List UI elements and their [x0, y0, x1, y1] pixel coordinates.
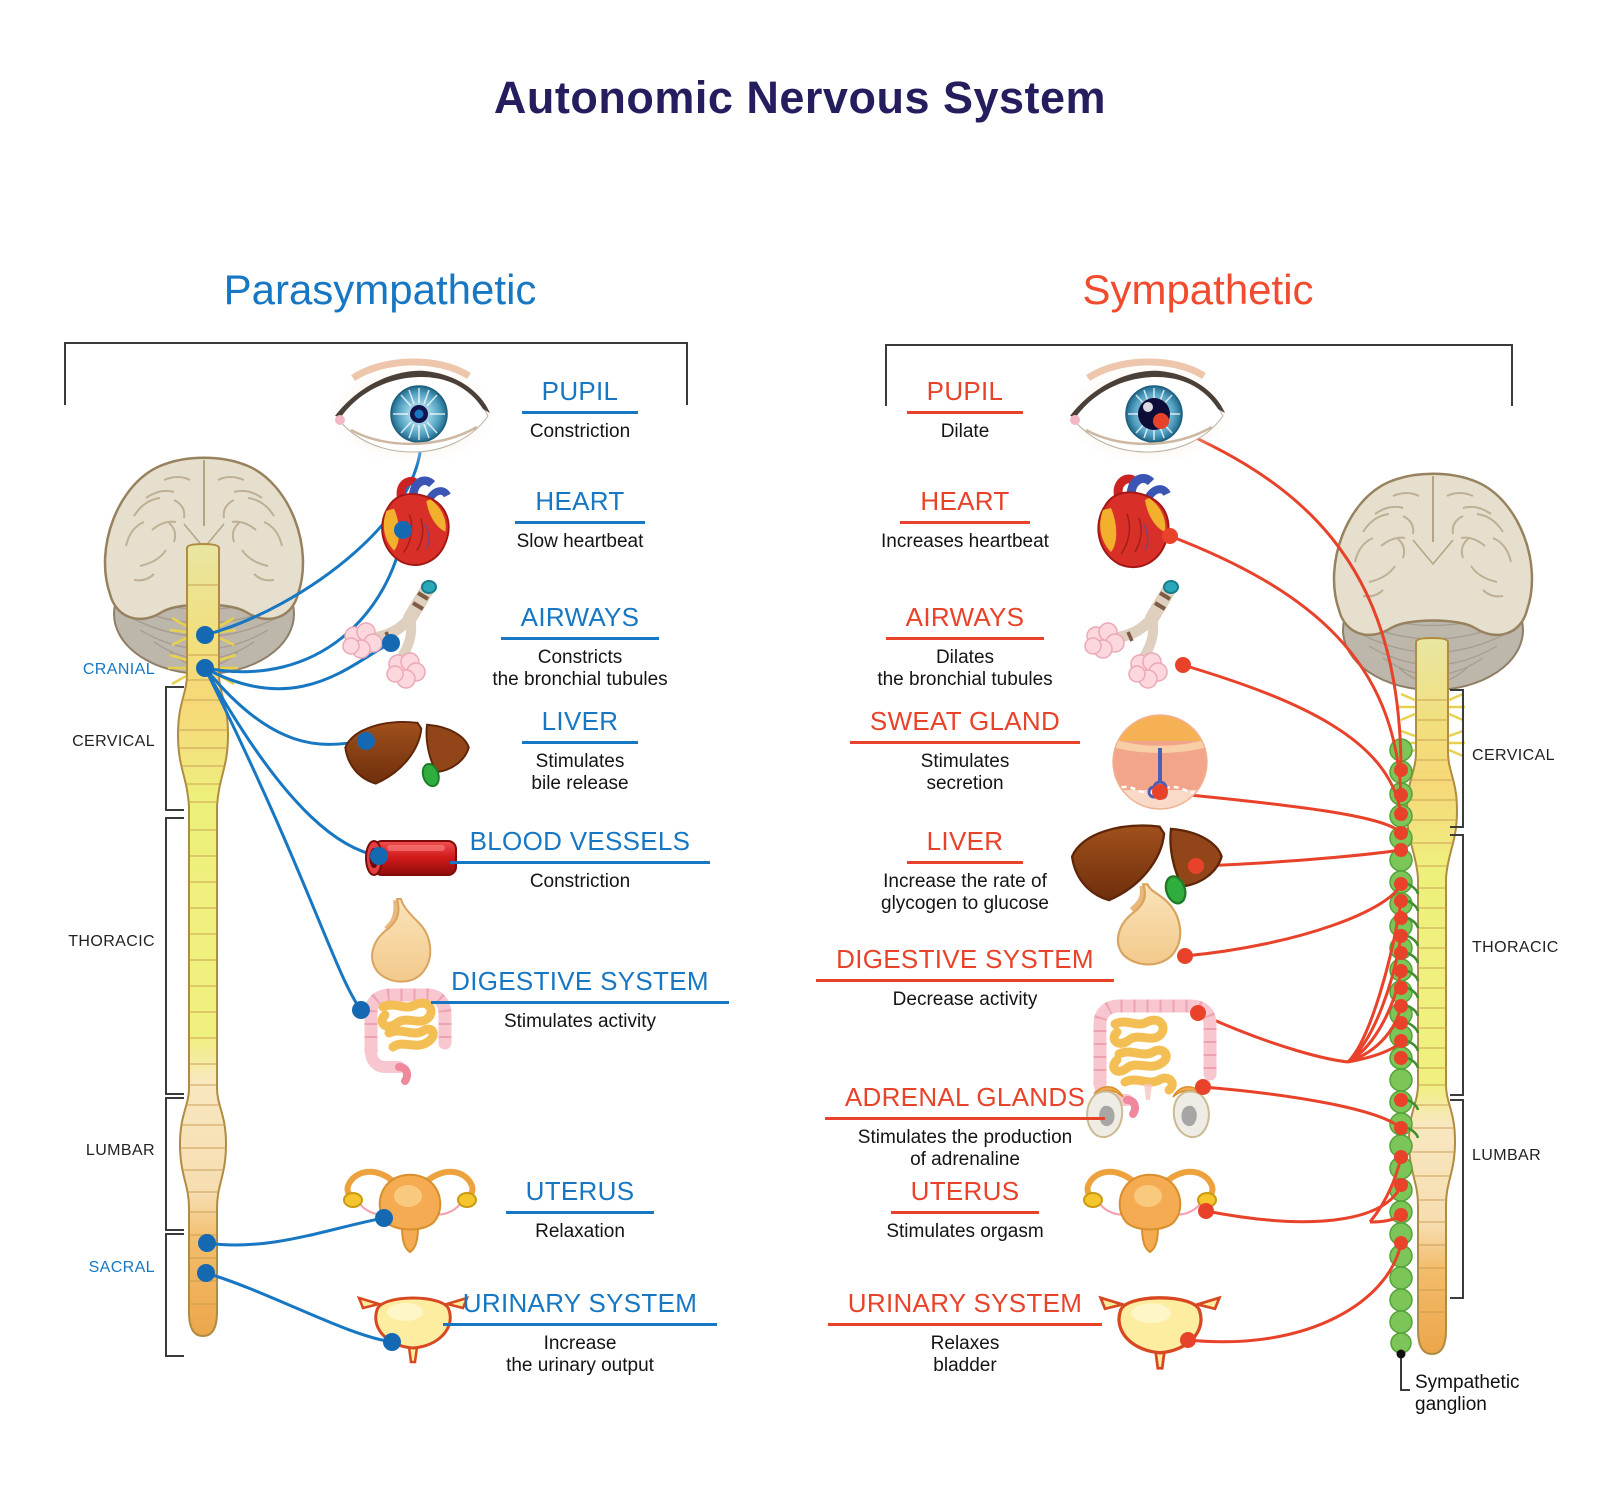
- para-label-uterus: UTERUS Relaxation: [400, 1177, 760, 1243]
- region-lumbar-left: LUMBAR: [85, 1142, 155, 1159]
- para-label-digestive: DIGESTIVE SYSTEM Stimulates activity: [400, 967, 760, 1033]
- organ-effect: Dilate: [940, 421, 990, 443]
- region-thoracic-right: THORACIC: [1472, 939, 1559, 956]
- parasympathetic-heading: Parasympathetic: [223, 266, 537, 313]
- sympathetic-nerve-dots: [1152, 413, 1214, 1348]
- organ-name: SWEAT GLAND: [849, 707, 1081, 745]
- organ-name: HEART: [515, 487, 645, 525]
- para-label-urinary: URINARY SYSTEM Increase the urinary outp…: [400, 1289, 760, 1377]
- organ-effect: Increases heartbeat: [881, 531, 1049, 553]
- para-label-liver: LIVER Stimulates bile release: [400, 707, 760, 795]
- sympathetic-ganglion-label: Sympathetic ganglion: [1415, 1372, 1520, 1416]
- organ-effect: Constricts the bronchial tubules: [492, 647, 668, 691]
- organ-name: AIRWAYS: [885, 603, 1045, 641]
- gray-rami-connectors: [1407, 882, 1420, 1139]
- sympathetic-heading: Sympathetic: [1082, 266, 1314, 313]
- organ-effect: Relaxes bladder: [930, 1333, 1000, 1377]
- organ-name: LIVER: [906, 827, 1024, 865]
- region-brackets-left: [165, 686, 184, 1357]
- organ-name: URINARY SYSTEM: [442, 1289, 718, 1327]
- organ-name: BLOOD VESSELS: [449, 827, 711, 865]
- symp-label-pupil: PUPIL Dilate: [785, 377, 1145, 443]
- organ-name: PUPIL: [906, 377, 1024, 415]
- organ-effect: Slow heartbeat: [516, 531, 644, 553]
- page-title: Autonomic Nervous System: [493, 72, 1107, 123]
- para-label-blood-vessels: BLOOD VESSELS Constriction: [400, 827, 760, 893]
- symp-label-digestive: DIGESTIVE SYSTEM Decrease activity: [785, 945, 1145, 1011]
- organ-name: ADRENAL GLANDS: [824, 1083, 1106, 1121]
- digestive-icon-left: [364, 898, 452, 1085]
- organ-effect: Stimulates bile release: [531, 751, 629, 795]
- region-brackets-right: [1450, 689, 1464, 1299]
- stomach-icon-right: [1116, 883, 1182, 966]
- organ-name: DIGESTIVE SYSTEM: [431, 967, 729, 1005]
- organ-name: PUPIL: [521, 377, 639, 415]
- organ-effect: Increase the urinary output: [506, 1333, 654, 1377]
- region-lumbar-right: LUMBAR: [1472, 1147, 1542, 1164]
- organ-effect: Relaxation: [535, 1221, 625, 1243]
- organ-effect: Constriction: [529, 871, 631, 893]
- symp-label-uterus: UTERUS Stimulates orgasm: [785, 1177, 1145, 1243]
- region-cranial: CRANIAL: [82, 661, 155, 678]
- organ-effect: Increase the rate of glycogen to glucose: [881, 871, 1049, 915]
- ganglion-callout: [1396, 1349, 1410, 1391]
- symp-label-airways: AIRWAYS Dilates the bronchial tubules: [785, 603, 1145, 691]
- para-label-heart: HEART Slow heartbeat: [400, 487, 760, 553]
- organ-effect: Stimulates the production of adrenaline: [857, 1127, 1073, 1171]
- organ-effect: Stimulates activity: [503, 1011, 657, 1033]
- organ-name: UTERUS: [890, 1177, 1040, 1215]
- organ-name: AIRWAYS: [500, 603, 660, 641]
- parasympathetic-column-bracket: [64, 342, 688, 405]
- symp-label-sweat-gland: SWEAT GLAND Stimulates secretion: [785, 707, 1145, 795]
- parasympathetic-nerve-dots: [196, 521, 412, 1351]
- organ-effect: Decrease activity: [892, 989, 1038, 1011]
- organ-effect: Dilates the bronchial tubules: [877, 647, 1053, 691]
- sympathetic-nerves: [1159, 420, 1403, 1344]
- organ-name: UTERUS: [505, 1177, 655, 1215]
- region-cervical-right: CERVICAL: [1472, 747, 1555, 764]
- chain-ganglia-dots: [1394, 763, 1408, 1250]
- para-label-airways: AIRWAYS Constricts the bronchial tubules: [400, 603, 760, 691]
- region-thoracic-left: THORACIC: [68, 933, 155, 950]
- region-sacral: SACRAL: [88, 1259, 155, 1276]
- cranial-nerve-roots-left: [168, 616, 238, 686]
- symp-label-liver: LIVER Increase the rate of glycogen to g…: [785, 827, 1145, 915]
- organ-name: HEART: [900, 487, 1030, 525]
- pupil-constricted: [410, 405, 428, 423]
- region-cervical-left: CERVICAL: [72, 733, 155, 750]
- para-label-pupil: PUPIL Constriction: [400, 377, 760, 443]
- organ-name: LIVER: [521, 707, 639, 745]
- adrenal-glands-icon: [1086, 1084, 1210, 1139]
- organ-name: DIGESTIVE SYSTEM: [816, 945, 1114, 983]
- organ-effect: Stimulates orgasm: [886, 1221, 1044, 1243]
- sympathetic-column-bracket: [885, 344, 1513, 406]
- organ-effect: Constriction: [529, 421, 631, 443]
- symp-label-urinary: URINARY SYSTEM Relaxes bladder: [785, 1289, 1145, 1377]
- organ-name: URINARY SYSTEM: [827, 1289, 1103, 1327]
- symp-label-adrenal: ADRENAL GLANDS Stimulates the production…: [785, 1083, 1145, 1171]
- symp-label-heart: HEART Increases heartbeat: [785, 487, 1145, 553]
- organ-effect: Stimulates secretion: [920, 751, 1010, 795]
